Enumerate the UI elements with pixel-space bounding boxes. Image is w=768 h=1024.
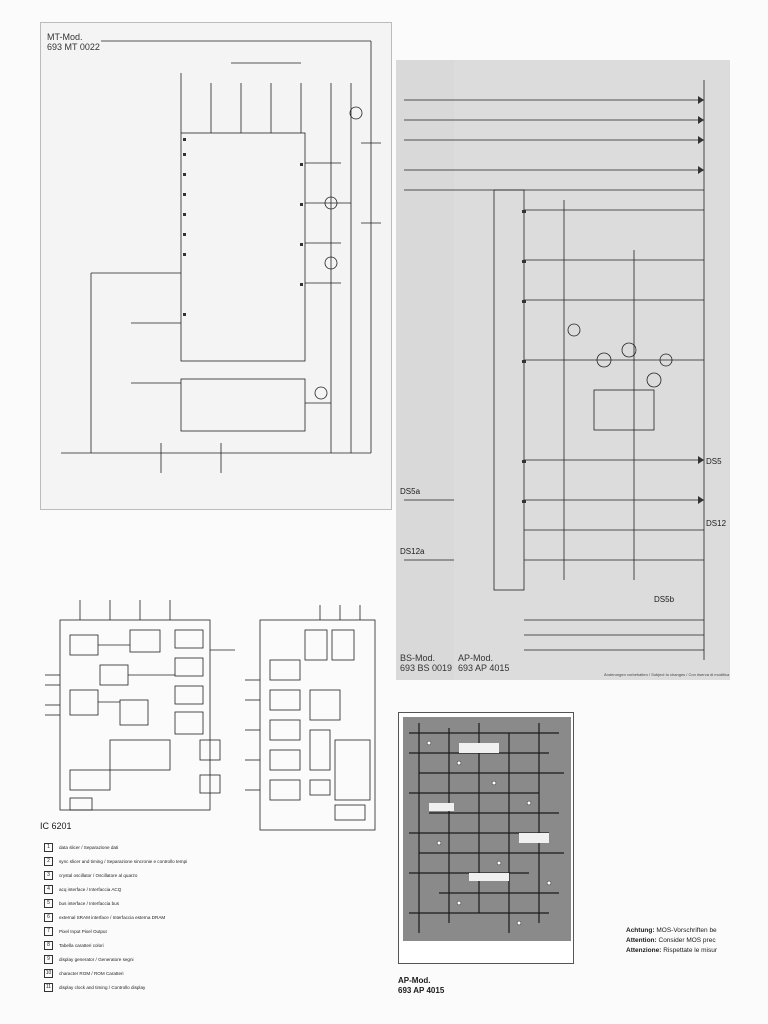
- legend-number-box: 1: [44, 842, 53, 852]
- mt-module-label: MT-Mod. 693 MT 0022: [47, 32, 100, 53]
- legend-item: 3 crystal oscillator / Oscillatore al qua…: [44, 868, 304, 882]
- pcb-title: AP-Mod. 693 AP 4015: [398, 976, 444, 996]
- legend-number-box: 6: [44, 912, 53, 922]
- changes-note: Änderungen vorbehalten / Subject to chan…: [604, 672, 730, 677]
- mt-module-schematic: MT-Mod. 693 MT 0022: [40, 22, 392, 510]
- legend-text: character ROM / ROM Caratteri: [59, 970, 124, 976]
- dram-block-drawing: [245, 605, 376, 831]
- dram-block-diagram: [240, 600, 380, 840]
- bs-schematic-drawing: [404, 99, 454, 561]
- legend-text: external SRAM interface / Interfaccia es…: [59, 914, 166, 920]
- warning-line-en: Attention: Consider MOS prec: [626, 937, 716, 944]
- ic-function-legend: 1 data slicer / Separazione dati 2 sync sli…: [44, 840, 304, 994]
- legend-item: 8 Tabella caratteri colori: [44, 938, 304, 952]
- mos-warning: Achtung: MOS-Vorschriften be Attention: …: [626, 926, 717, 956]
- mt-module-name: MT-Mod.: [47, 32, 83, 42]
- legend-item: 1 data slicer / Separazione dati: [44, 840, 304, 854]
- pcb-module-number: 693 AP 4015: [398, 986, 445, 995]
- pcb-layout: [398, 712, 574, 964]
- ap-schematic-drawing: [454, 80, 705, 660]
- legend-item: 6 external SRAM interface / Interfaccia e…: [44, 910, 304, 924]
- legend-item: 5 bus interface / Interfaccia bus: [44, 896, 304, 910]
- legend-number-box: 7: [44, 926, 53, 936]
- legend-item: 9 display generator / Generatore segni: [44, 952, 304, 966]
- legend-number-box: 2: [44, 856, 53, 866]
- legend-text: display clock and timing / Controllo dis…: [59, 984, 146, 990]
- warning-line-it: Attenzione: Rispettate le misur: [626, 947, 718, 954]
- ic-block-diagram: IC 6201: [40, 590, 240, 831]
- legend-number-box: 5: [44, 898, 53, 908]
- legend-text: bus interface / Interfaccia bus: [59, 900, 120, 906]
- legend-item: 11 display clock and timing / Controllo d…: [44, 980, 304, 994]
- ap-module-number: 693 AP 4015: [458, 662, 510, 673]
- ap-module-name: AP-Mod.: [458, 653, 494, 663]
- bs-module-schematic: DS5a DS12a BS-Mod. 693 BS 0019: [396, 60, 454, 680]
- legend-item: 4 acq interface / Interfaccia ACQ: [44, 882, 304, 896]
- legend-text: sync slicer and timing / Separazione sin…: [59, 858, 188, 864]
- ic-block-drawing: [45, 600, 235, 811]
- ic-label: IC 6201: [40, 821, 72, 831]
- bs-module-name: BS-Mod.: [400, 653, 436, 663]
- bs-module-number: 693 BS 0019: [400, 662, 453, 673]
- ap-module-label: AP-Mod. 693 AP 4015: [458, 653, 510, 674]
- legend-number-box: 8: [44, 940, 53, 950]
- pcb-module-name: AP-Mod.: [398, 976, 431, 985]
- legend-text: acq interface / Interfaccia ACQ: [59, 886, 122, 892]
- legend-number-box: 9: [44, 954, 53, 964]
- ap-module-schematic: DS5 DS12 DS5b AP-Mod. 693 AP 4015 Änderu…: [454, 60, 730, 680]
- warning-line-de: Achtung: MOS-Vorschriften be: [626, 927, 717, 934]
- pcb-traces-drawing: [403, 717, 571, 941]
- mt-module-number: 693 MT 0022: [47, 41, 100, 52]
- connector-ds5b: DS5b: [654, 595, 675, 604]
- bs-module-label: BS-Mod. 693 BS 0019: [400, 653, 453, 674]
- legend-text: Pixel Input Pixel Output: [59, 928, 107, 934]
- legend-item: 7 Pixel Input Pixel Output: [44, 924, 304, 938]
- legend-number-box: 10: [44, 968, 53, 978]
- legend-item: 10 character ROM / ROM Caratteri: [44, 966, 304, 980]
- connector-ds5a: DS5a: [400, 487, 421, 496]
- mt-schematic-drawing: [61, 40, 381, 473]
- connector-ds12: DS12: [706, 519, 727, 528]
- legend-number-box: 3: [44, 870, 53, 880]
- legend-text: data slicer / Separazione dati: [59, 844, 119, 850]
- legend-item: 2 sync slicer and timing / Separazione si…: [44, 854, 304, 868]
- legend-number-box: 4: [44, 884, 53, 894]
- legend-text: Tabella caratteri colori: [59, 942, 104, 948]
- connector-ds5: DS5: [706, 457, 722, 466]
- connector-ds12a: DS12a: [400, 547, 425, 556]
- legend-text: display generator / Generatore segni: [59, 956, 134, 962]
- legend-number-box: 11: [44, 982, 53, 992]
- legend-text: crystal oscillator / Oscillatore al quar…: [59, 872, 138, 878]
